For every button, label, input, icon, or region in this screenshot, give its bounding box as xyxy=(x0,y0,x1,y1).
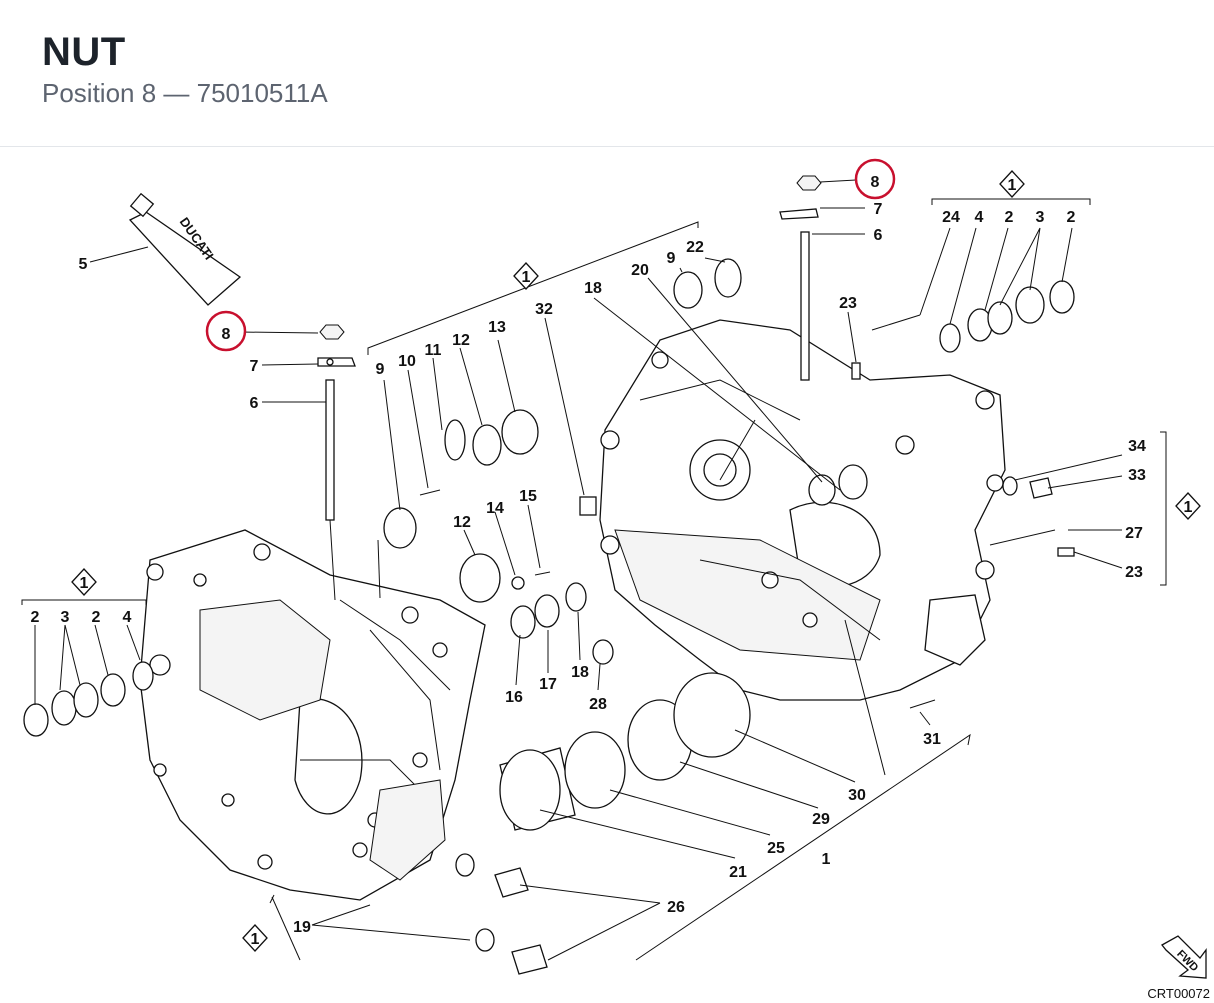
svg-text:1: 1 xyxy=(1008,177,1017,194)
note-symbol-top-right: 1 xyxy=(999,170,1025,198)
callout-23-top: 23 xyxy=(839,295,857,312)
callout-6-left: 6 xyxy=(250,395,259,412)
callout-7-left: 7 xyxy=(250,358,259,375)
callout-labels: 5 7 6 7 6 9 10 11 12 13 32 18 20 9 22 23… xyxy=(31,201,1146,936)
forward-arrow-icon: FWD xyxy=(1161,935,1207,979)
svg-text:8: 8 xyxy=(871,174,880,191)
page-header: NUT Position 8 — 75010511A xyxy=(0,0,1214,147)
callout-9-top: 9 xyxy=(667,250,676,267)
callout-33: 33 xyxy=(1128,467,1146,484)
note-symbol-right: 1 xyxy=(1175,492,1201,520)
bearings-and-seals xyxy=(23,258,1075,975)
svg-text:8: 8 xyxy=(222,326,231,343)
callout-31: 31 xyxy=(923,731,941,748)
callout-15: 15 xyxy=(519,488,537,505)
drawing-code: CRT00072 xyxy=(1147,986,1210,1001)
grease-tube: DUCATI xyxy=(128,192,242,306)
callout-12-lower: 12 xyxy=(453,514,471,531)
callout-3-top: 3 xyxy=(1036,209,1045,226)
leader-lines xyxy=(34,179,1123,961)
callout-30: 30 xyxy=(848,787,866,804)
callout-18: 18 xyxy=(584,280,602,297)
callout-12: 12 xyxy=(452,332,470,349)
callout-14: 14 xyxy=(486,500,504,517)
page-subtitle: Position 8 — 75010511A xyxy=(42,78,328,108)
callout-22: 22 xyxy=(686,239,704,256)
callout-1: 1 xyxy=(822,851,831,868)
callout-20: 20 xyxy=(631,262,649,279)
callout-18-lower: 18 xyxy=(571,664,589,681)
callout-29: 29 xyxy=(812,811,830,828)
callout-27: 27 xyxy=(1125,525,1143,542)
callout-19: 19 xyxy=(293,919,311,936)
left-stud-assembly xyxy=(317,324,356,521)
callout-2-left-a: 2 xyxy=(31,609,40,626)
callout-10: 10 xyxy=(398,353,416,370)
callout-5: 5 xyxy=(79,256,88,273)
bracket-groups xyxy=(21,198,1167,961)
callout-9: 9 xyxy=(376,361,385,378)
callout-26: 26 xyxy=(667,899,685,916)
note-symbol-top-middle: 1 xyxy=(513,262,539,290)
callout-2-left-b: 2 xyxy=(92,609,101,626)
svg-text:1: 1 xyxy=(80,575,89,592)
note-symbol-left: 1 xyxy=(71,568,97,596)
callout-3-left: 3 xyxy=(61,609,70,626)
callout-11: 11 xyxy=(425,342,442,359)
callout-25: 25 xyxy=(767,840,785,857)
note-symbol-bottom-left: 1 xyxy=(242,924,268,952)
callout-23-right: 23 xyxy=(1125,564,1143,581)
page-title: NUT xyxy=(42,30,126,74)
callout-24: 24 xyxy=(942,209,960,226)
svg-text:1: 1 xyxy=(251,931,260,948)
right-stud-assembly xyxy=(779,175,822,381)
callout-34: 34 xyxy=(1128,438,1146,455)
callout-2-top-a: 2 xyxy=(1005,209,1014,226)
callout-21: 21 xyxy=(729,864,747,881)
exploded-parts-diagram: DUCATI xyxy=(21,158,1207,979)
callout-4-top: 4 xyxy=(975,209,984,226)
highlight-position-8-left[interactable]: 8 xyxy=(205,310,247,352)
callout-2-top-b: 2 xyxy=(1067,209,1076,226)
callout-32: 32 xyxy=(535,301,553,318)
svg-text:1: 1 xyxy=(1184,499,1193,516)
reference-note-symbols: 1 1 1 1 1 xyxy=(71,170,1201,952)
callout-13: 13 xyxy=(488,319,506,336)
highlight-position-8-right[interactable]: 8 xyxy=(854,158,896,200)
callout-4-left: 4 xyxy=(123,609,132,626)
callout-17: 17 xyxy=(539,676,557,693)
left-crankcase-half xyxy=(139,529,486,901)
callout-16: 16 xyxy=(505,689,523,706)
svg-text:1: 1 xyxy=(522,269,531,286)
callout-7-right: 7 xyxy=(874,201,883,218)
callout-28: 28 xyxy=(589,696,607,713)
callout-6-right: 6 xyxy=(874,227,883,244)
